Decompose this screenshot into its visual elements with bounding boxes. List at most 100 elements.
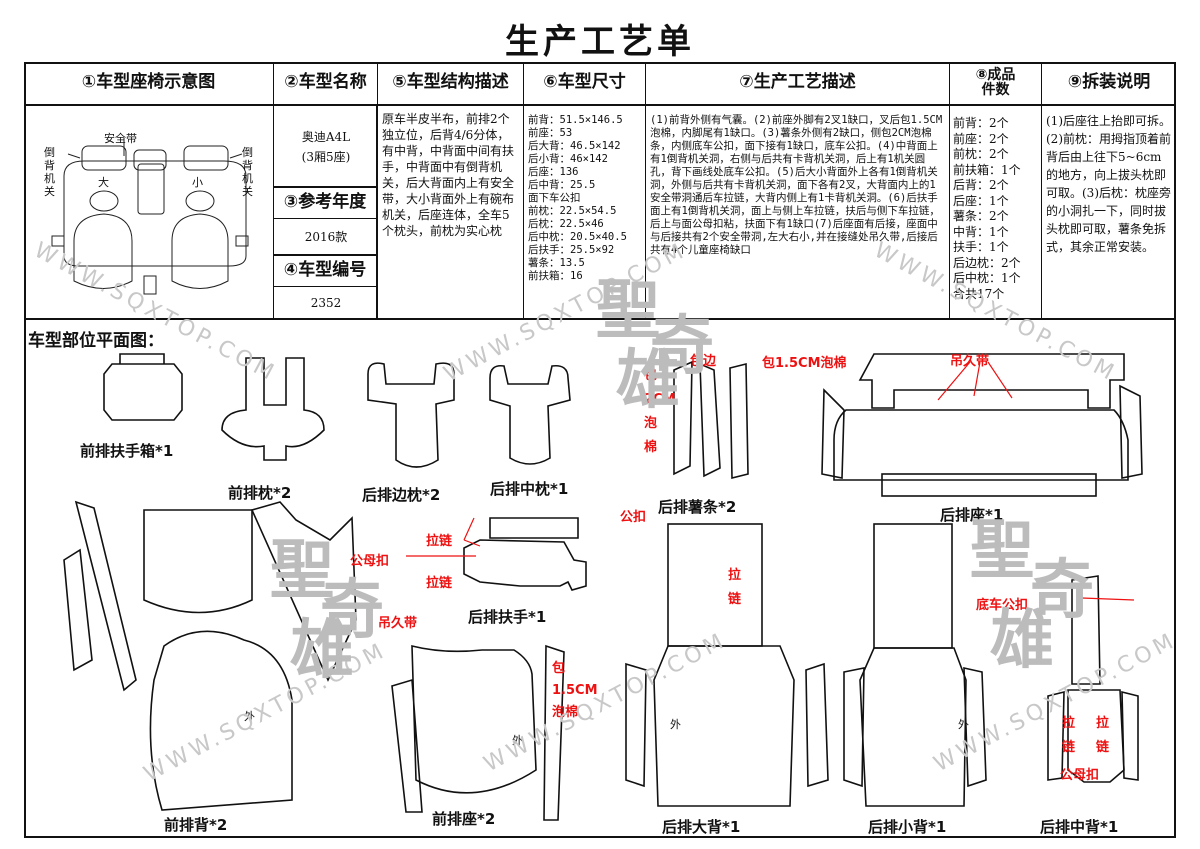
piece-rear-small-back-lower (859, 647, 967, 807)
piece-front-pillow (221, 357, 325, 461)
diagram-right-recline-label: 倒背机关 (242, 146, 253, 198)
piece-rear-small-back (873, 523, 953, 649)
piece-rear-seat-side-right (1119, 384, 1143, 479)
seat-layout-diagram (51, 138, 249, 295)
size-item: 后座：136 (528, 166, 579, 178)
watermark-logo-char: 聖 (970, 513, 1034, 588)
piece-front-armbox (103, 353, 183, 421)
watermark-logo-char: 雄 (616, 343, 680, 418)
piece-rear-big-back (667, 523, 763, 647)
piece-rear-mid-back (1067, 575, 1125, 783)
watermark-logo-char: 奇 (650, 309, 714, 384)
piece-rear-big-back-side-l (625, 662, 647, 788)
note-hang-strap-2: 吊久带 (378, 616, 418, 631)
structure-cell: 原车半皮半布，前排2个独立位，后背4/6分体，有中背，中背面中间有扶手，中背面中… (378, 106, 524, 318)
piece-rear-armrest (463, 517, 587, 591)
watermark-logo-char: 奇 (320, 573, 384, 648)
note-wrap-top: 包边 (690, 354, 717, 369)
size-item: 后中背：25.5 (528, 179, 596, 191)
outer-mark: 外 (512, 734, 523, 747)
model-name-value: 奥迪A4L (301, 130, 351, 144)
disassembly-text: (1)后座往上抬即可拆。(2)前枕：用拇指顶着前背后由上往下5~6cm的地方，向… (1046, 114, 1171, 254)
header-process: ⑦生产工艺描述 (646, 62, 950, 106)
label-front-armbox: 前排扶手箱*1 (80, 442, 174, 460)
diagram-big-label: 大 (98, 176, 109, 189)
size-item: 薯条：13.5 (528, 257, 585, 269)
pieces-list: 前背：2个前座：2个前枕：2个前扶箱：1个后背：2个后座：1个薯条：2个中背：1… (953, 116, 1038, 302)
piece-front-seat-side (543, 644, 565, 821)
seat-diagram-cell: 安全带 倒背机关 倒背机关 大 小 (24, 106, 274, 318)
note-zipper-2: 拉链 (426, 576, 453, 591)
note-bottom-male-buckle: 底车公扣 (976, 598, 1029, 613)
header-pieces: ⑧成品 件数 (950, 62, 1042, 106)
label-front-pillow: 前排枕*2 (228, 484, 292, 502)
page-title: 生产工艺单 (505, 22, 695, 62)
piece-count-item: 后座：1个 (953, 193, 1009, 208)
piece-front-seat (391, 644, 537, 813)
header-model-name: ②车型名称 (274, 62, 378, 106)
note-zip-b: 拉链 (1096, 716, 1110, 755)
piece-rear-big-back-lower (653, 645, 795, 807)
label-front-back: 前排背*2 (164, 816, 228, 834)
piece-rear-seat-side-left (821, 388, 845, 479)
watermark-logo-char: 聖 (596, 273, 660, 348)
piece-rear-mid-pillow (489, 364, 571, 465)
header-seat-diagram: ①车型座椅示意图 (24, 62, 274, 106)
size-item: 前座：53 (528, 127, 573, 139)
note-mf-buckle: 公母扣 (350, 554, 390, 569)
note-wrap-15-foam: 包1.5CM泡棉 (552, 661, 598, 720)
note-zipper-1: 拉链 (426, 534, 453, 549)
size-item: 后枕：22.5×46 (528, 218, 604, 230)
piece-rear-seat (858, 353, 1125, 409)
note-hang-strap-1: 吊久带 (950, 354, 990, 369)
piece-count-item: 前枕：2个 (953, 147, 1009, 161)
ref-year-divider (274, 186, 378, 188)
piece-rear-seat-body (833, 409, 1129, 481)
piece-rear-seat-strip (881, 473, 1097, 497)
diagram-small-label: 小 (192, 176, 203, 189)
label-rear-small-back: 后排小背*1 (868, 818, 947, 836)
header-structure: ⑤车型结构描述 (378, 62, 524, 106)
size-item: 后中枕：20.5×40.5 (528, 231, 627, 243)
model-code-value: 2352 (310, 296, 342, 310)
outer-mark: 外 (244, 710, 255, 723)
piece-rear-side-pillow (367, 362, 455, 468)
piece-rear-chips-mid (729, 362, 749, 480)
header-pieces-line2: 件数 (981, 82, 1010, 98)
header-model-code: ④车型编号 (274, 255, 378, 287)
piece-count-item: 后中枕：1个 (953, 271, 1021, 285)
piece-rear-big-back-side-r (805, 662, 829, 788)
model-name-sub: (3厢5座) (301, 150, 351, 164)
piece-count-item: 后背：2个 (953, 178, 1009, 192)
piece-rear-mid-back-sides (1047, 690, 1139, 781)
label-rear-big-back: 后排大背*1 (662, 818, 741, 836)
label-rear-mid-back: 后排中背*1 (1040, 818, 1119, 836)
annotation-line-hang-strap (937, 361, 1013, 401)
piece-count-item: 前背：2个 (953, 116, 1009, 130)
piece-front-back-lower (149, 630, 293, 811)
header-ref-year: ③参考年度 (274, 187, 378, 219)
header-size: ⑥车型尺寸 (524, 62, 646, 106)
watermark-logo-char: 雄 (290, 613, 354, 688)
watermark-logo-char: 雄 (990, 603, 1054, 678)
pattern-pieces (63, 353, 1143, 821)
piece-count-item: 前扶箱：1个 (953, 162, 1021, 177)
note-mf-buckle-2: 公母扣 (1060, 768, 1100, 783)
watermark-logo-char: 奇 (1030, 553, 1094, 628)
watermark-logo-char: 聖 (270, 533, 334, 608)
size-item: 前背：51.5×146.5 (528, 114, 623, 126)
spec-table (24, 62, 1176, 838)
size-item: 面下车公扣 (528, 192, 581, 204)
piece-count-item: 薯条：2个 (953, 209, 1009, 223)
piece-count-item: 合共17个 (953, 286, 1005, 301)
outer-mark: 外 (670, 718, 681, 731)
section-title: 车型部位平面图： (28, 331, 164, 351)
piece-rear-chips-right (699, 362, 721, 478)
piece-count-item: 扶手：1个 (953, 240, 1009, 254)
label-rear-seat: 后排座*1 (940, 506, 1004, 524)
header-disassembly: ⑨拆装说明 (1042, 62, 1176, 106)
process-text: (1)前背外侧有气囊。(2)前座外脚有2叉1缺口，叉后包1.5CM泡棉，内脚尾有… (650, 114, 943, 256)
size-item: 后小背：46×142 (528, 153, 608, 165)
